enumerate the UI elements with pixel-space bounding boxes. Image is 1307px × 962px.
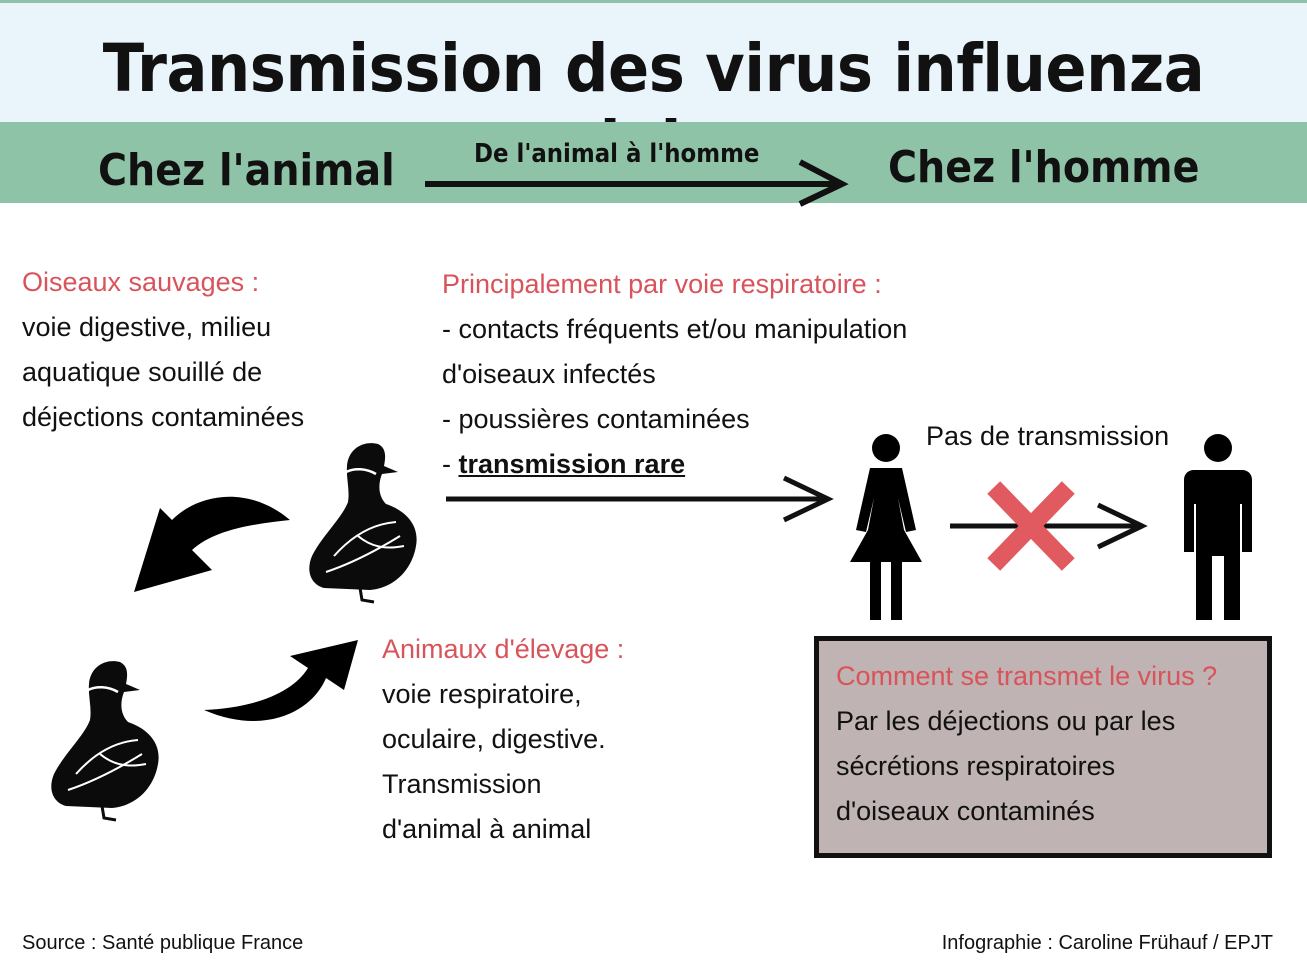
curved-arrow-icon — [204, 640, 358, 721]
cross-icon — [987, 481, 1075, 571]
band-label-animal-to-human: De l'animal à l'homme — [474, 139, 760, 169]
farm-animals-line: Transmission — [382, 769, 542, 799]
info-box-line: d'oiseaux contaminés — [836, 796, 1095, 826]
no-transmission-text: Pas de transmission — [926, 421, 1170, 451]
farm-animals-block: Animaux d'élevage : voie respiratoire, o… — [382, 627, 624, 852]
band-label-human: Chez l'homme — [888, 142, 1200, 193]
respiratory-line: - contacts fréquents et/ou manipulation — [442, 314, 908, 344]
rare-transmission-label: transmission rare — [458, 449, 686, 479]
info-box-text: Comment se transmet le virus ? Par les d… — [836, 654, 1217, 834]
author-credit: Infographie : Caroline Frühauf / EPJT — [941, 932, 1273, 954]
curved-arrow-icon — [134, 496, 290, 592]
header-band — [0, 122, 1307, 203]
farm-animals-line: oculaire, digestive. — [382, 724, 606, 754]
page-title: Transmission des virus influenza aviaire… — [102, 30, 1205, 184]
wild-birds-line: déjections contaminées — [22, 402, 305, 432]
respiratory-line: - poussières contaminées — [442, 404, 750, 434]
man-icon — [1184, 434, 1252, 620]
info-box-line: Par les déjections ou par les — [836, 706, 1176, 736]
arrow-right-icon — [950, 502, 1148, 550]
farm-animals-line: voie respiratoire, — [382, 679, 582, 709]
info-box-heading: Comment se transmet le virus ? — [836, 661, 1218, 691]
arrow-right-icon — [446, 475, 834, 523]
farm-animals-heading: Animaux d'élevage : — [382, 634, 625, 664]
wild-birds-block: Oiseaux sauvages : voie digestive, milie… — [22, 260, 304, 440]
arrow-right-icon — [425, 159, 849, 207]
info-box-line: sécrétions respiratoires — [836, 751, 1116, 781]
duck-icon — [307, 441, 419, 604]
respiratory-prefix: - — [442, 449, 459, 479]
title-band — [0, 0, 1307, 122]
source-credit: Source : Santé publique France — [22, 932, 304, 954]
respiratory-line-rare: - transmission rare — [442, 442, 907, 487]
wild-birds-heading: Oiseaux sauvages : — [22, 267, 260, 297]
respiratory-block: Principalement par voie respiratoire : -… — [442, 262, 907, 487]
wild-birds-line: aquatique souillé de — [22, 357, 263, 387]
respiratory-heading: Principalement par voie respiratoire : — [442, 269, 882, 299]
respiratory-line: d'oiseaux infectés — [442, 359, 656, 389]
band-label-animal: Chez l'animal — [98, 145, 395, 196]
no-transmission-label: Pas de transmission — [926, 414, 1169, 459]
info-box — [814, 636, 1272, 858]
duck-icon — [49, 659, 161, 822]
wild-birds-line: voie digestive, milieu — [22, 312, 272, 342]
farm-animals-line: d'animal à animal — [382, 814, 592, 844]
